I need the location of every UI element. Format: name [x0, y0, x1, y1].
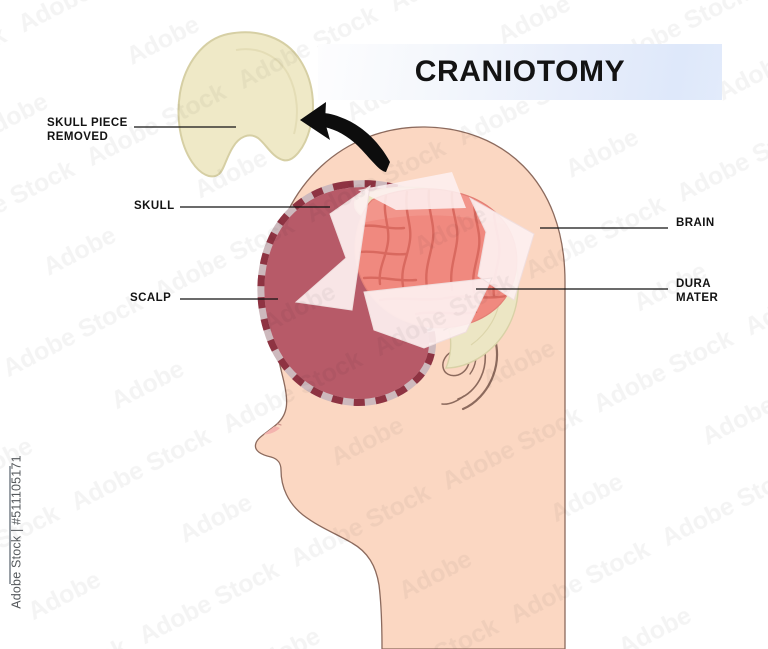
page-title: CRANIOTOMY	[414, 55, 626, 88]
label-brain: BRAIN	[676, 217, 715, 229]
label-dura-mater: DURA MATER	[676, 278, 719, 304]
stock-credit: Adobe Stock | #511105171	[9, 455, 24, 609]
label-skull: SKULL	[134, 200, 175, 212]
label-skull-piece-removed: SKULL PIECE REMOVED	[47, 117, 128, 143]
title-banner	[318, 44, 722, 100]
label-scalp: SCALP	[130, 292, 172, 304]
stock-credit-rule	[9, 466, 11, 584]
